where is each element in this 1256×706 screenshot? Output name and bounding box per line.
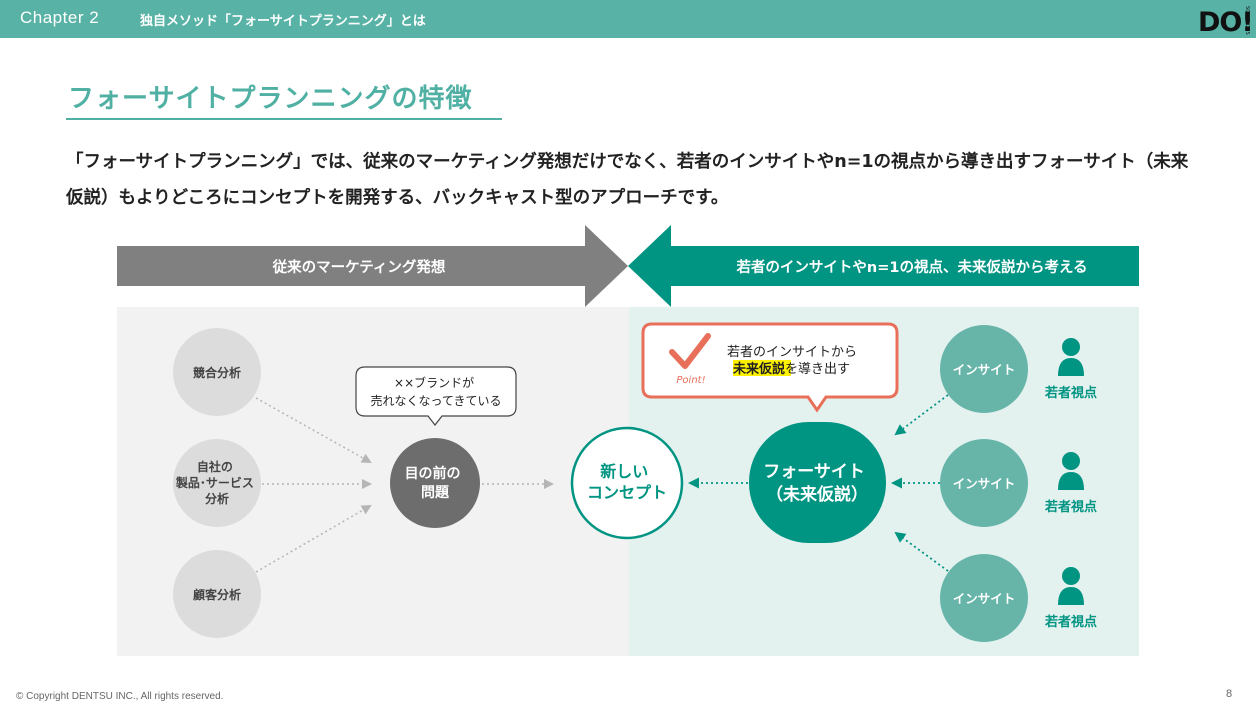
section-title: フォーサイトプランニングの特徴 xyxy=(68,84,473,114)
do-solutions-logo: DO! SOLUTIONS xyxy=(1198,6,1252,36)
point-line-2: 未来仮説を導き出す xyxy=(732,361,850,377)
new-concept-label: 新しい コンセプト xyxy=(587,462,667,502)
logo-subtext: SOLUTIONS xyxy=(1244,6,1250,35)
insight-node-1 xyxy=(940,325,1028,413)
right-arrow-label: 若者のインサイトやn=1の視点、未来仮説から考える xyxy=(735,258,1087,276)
insight-label-1: インサイト xyxy=(953,362,1016,377)
person-icon xyxy=(1058,452,1084,490)
point-callout: Point! 若者のインサイトから 未来仮説を導き出す xyxy=(641,322,899,413)
insight-node-2 xyxy=(940,439,1028,527)
point-line-1: 若者のインサイトから xyxy=(727,344,857,360)
right-arrow xyxy=(628,225,1139,307)
youth-viewpoint-label-1: 若者視点 xyxy=(1044,385,1097,401)
insight-node-3 xyxy=(940,554,1028,642)
arrow-customer-to-problem xyxy=(255,504,372,573)
lead-text: 「フォーサイトプランニング」では、従来のマーケティング発想だけでなく、若者のイン… xyxy=(66,152,1189,208)
product-analysis-node xyxy=(173,439,261,527)
title-underline xyxy=(66,118,502,120)
customer-analysis-node xyxy=(173,550,261,638)
bubble-line-1: ××ブランドが xyxy=(394,375,474,390)
product-analysis-label: 自社の 製品･サービス 分析 xyxy=(175,459,258,506)
youth-viewpoint-label-3: 若者視点 xyxy=(1044,614,1097,630)
customer-analysis-label: 顧客分析 xyxy=(193,587,241,602)
page-number: 8 xyxy=(1226,688,1233,700)
point-highlight-text: 未来仮説 xyxy=(732,361,785,377)
new-concept-node xyxy=(570,426,684,540)
arrow-insight-1-to-foresight xyxy=(894,394,949,436)
point-line-2-rest: を導き出す xyxy=(785,362,850,377)
left-arrow-label: 従来のマーケティング発想 xyxy=(272,258,446,276)
chapter-label: Chapter 2 xyxy=(20,8,100,27)
bubble-line-2: 売れなくなってきている xyxy=(370,393,501,408)
competitor-analysis-node xyxy=(173,328,261,416)
insight-label-3: インサイト xyxy=(953,591,1016,606)
insight-label-2: インサイト xyxy=(953,476,1016,491)
svg-text:××ブランドが 売れなくなってきている: ××ブランドが 売れなくなってきている xyxy=(370,375,501,408)
highlight-marker xyxy=(733,360,791,376)
arrow-competitor-to-problem xyxy=(255,397,372,463)
arrow-insight-3-to-foresight xyxy=(894,531,949,572)
logo-text: DO! xyxy=(1198,7,1252,36)
youth-viewpoint-label-2: 若者視点 xyxy=(1044,499,1097,515)
foresight-label: フォーサイト （未来仮説） xyxy=(763,462,871,505)
checkmark-icon xyxy=(669,333,711,369)
current-problem-label: 目の前の 問題 xyxy=(405,465,466,501)
current-problem-node xyxy=(390,438,480,528)
competitor-analysis-label: 競合分析 xyxy=(193,365,241,380)
person-icon xyxy=(1058,338,1084,376)
header-title: 独自メソッド「フォーサイトプランニング」とは xyxy=(140,14,426,29)
left-arrow xyxy=(117,225,628,307)
point-badge: Point! xyxy=(676,375,705,386)
problem-speech-bubble: ××ブランドが 売れなくなってきている xyxy=(355,366,517,426)
header-bar: Chapter 2 独自メソッド「フォーサイトプランニング」とは DO! SOL… xyxy=(0,0,1256,38)
foresight-node xyxy=(749,422,886,543)
person-icon xyxy=(1058,567,1084,605)
copyright: © Copyright DENTSU INC., All rights rese… xyxy=(16,691,224,702)
